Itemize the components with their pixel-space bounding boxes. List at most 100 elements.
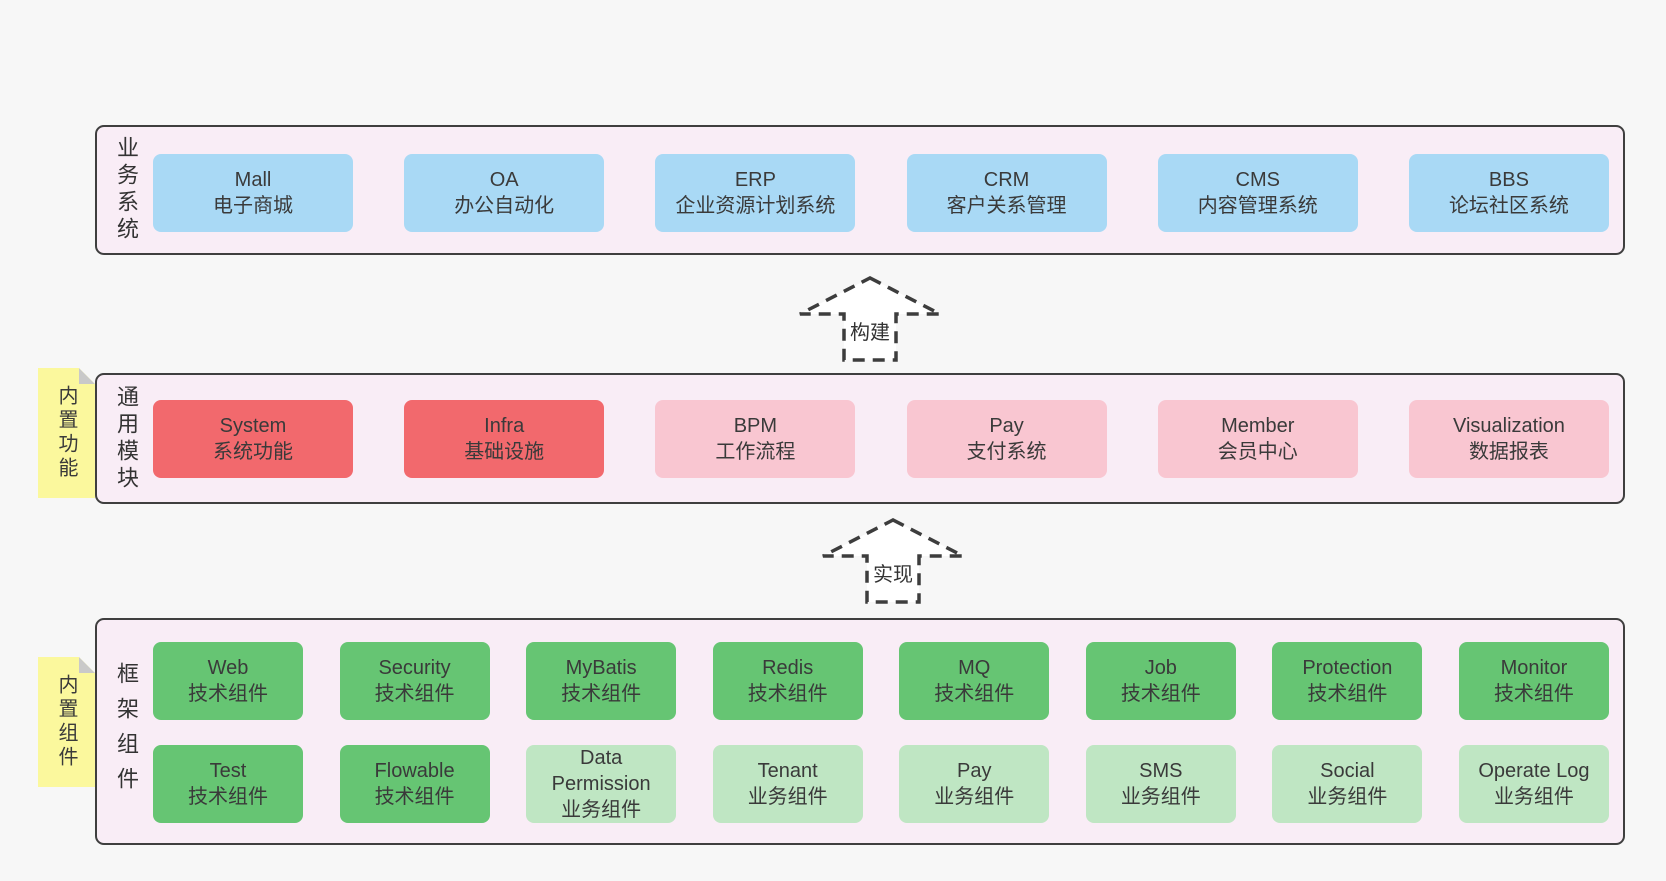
box-oa: OA 办公自动化 bbox=[404, 154, 605, 232]
box-mall: Mall 电子商城 bbox=[153, 154, 353, 232]
box-subtitle: 业务组件 bbox=[934, 786, 1015, 808]
box-web: Web 技术组件 bbox=[153, 642, 303, 720]
box-subtitle: 技术组件 bbox=[561, 683, 642, 705]
box-test: Test 技术组件 bbox=[153, 745, 303, 823]
box-subtitle: 基础设施 bbox=[464, 441, 545, 463]
box-title: Monitor bbox=[1500, 657, 1568, 679]
framework-components-row-2: Test 技术组件 Flowable 技术组件 Data Permission … bbox=[153, 745, 1609, 823]
box-subtitle: 技术组件 bbox=[1493, 683, 1574, 705]
box-title: OA bbox=[489, 169, 519, 191]
box-pay-component: Pay 业务组件 bbox=[899, 745, 1050, 823]
box-job: Job 技术组件 bbox=[1085, 642, 1236, 720]
box-redis: Redis 技术组件 bbox=[712, 642, 863, 720]
common-modules-container: 通用模块 System 系统功能 Infra 基础设施 BPM 工作流程 Pay… bbox=[95, 373, 1625, 504]
folded-corner-icon bbox=[79, 657, 95, 673]
box-social: Social 业务组件 bbox=[1272, 745, 1423, 823]
box-data-permission: Data Permission 业务组件 bbox=[526, 745, 677, 823]
box-title: SMS bbox=[1139, 760, 1183, 782]
box-crm: CRM 客户关系管理 bbox=[906, 154, 1107, 232]
box-subtitle: 系统功能 bbox=[213, 441, 293, 463]
box-mybatis: MyBatis 技术组件 bbox=[526, 642, 677, 720]
box-title: Data Permission bbox=[551, 747, 651, 795]
box-subtitle: 会员中心 bbox=[1217, 441, 1298, 463]
box-subtitle: 业务组件 bbox=[747, 786, 828, 808]
box-subtitle: 电子商城 bbox=[213, 195, 293, 217]
box-title: Redis bbox=[762, 657, 814, 679]
box-operate-log: Operate Log 业务组件 bbox=[1458, 745, 1609, 823]
common-modules-row: System 系统功能 Infra 基础设施 BPM 工作流程 Pay 支付系统… bbox=[153, 400, 1609, 478]
box-title: Mall bbox=[234, 169, 272, 191]
box-pay-system: Pay 支付系统 bbox=[906, 400, 1107, 478]
box-subtitle: 业务组件 bbox=[1493, 786, 1574, 808]
box-title: ERP bbox=[734, 169, 776, 191]
framework-components-label: 框架组件 bbox=[114, 661, 139, 802]
box-tenant: Tenant 业务组件 bbox=[712, 745, 863, 823]
box-subtitle: 论坛社区系统 bbox=[1448, 195, 1569, 217]
box-security: Security 技术组件 bbox=[339, 642, 490, 720]
box-subtitle: 业务组件 bbox=[1307, 786, 1388, 808]
box-visualization: Visualization 数据报表 bbox=[1408, 400, 1609, 478]
box-subtitle: 技术组件 bbox=[188, 786, 268, 808]
business-systems-container: 业务系统 Mall 电子商城 OA 办公自动化 ERP 企业资源计划系统 CRM… bbox=[95, 125, 1625, 255]
box-title: Test bbox=[209, 760, 247, 782]
box-bbs: BBS 论坛社区系统 bbox=[1408, 154, 1609, 232]
box-subtitle: 技术组件 bbox=[374, 786, 455, 808]
box-title: Social bbox=[1320, 760, 1375, 782]
arrow-implement-label: 实现 bbox=[869, 558, 917, 587]
framework-components-container: 框架组件 Web 技术组件 Security 技术组件 MyBatis 技术组件… bbox=[95, 618, 1625, 845]
box-title: System bbox=[219, 415, 287, 437]
box-title: Pay bbox=[989, 415, 1024, 437]
box-subtitle: 业务组件 bbox=[561, 799, 642, 821]
box-title: Job bbox=[1144, 657, 1177, 679]
box-title: Tenant bbox=[757, 760, 818, 782]
box-bpm: BPM 工作流程 bbox=[655, 400, 856, 478]
box-subtitle: 技术组件 bbox=[1120, 683, 1201, 705]
box-erp: ERP 企业资源计划系统 bbox=[655, 154, 856, 232]
sticky-note-built-in-features: 内置功能 bbox=[38, 368, 95, 498]
box-subtitle: 企业资源计划系统 bbox=[675, 195, 836, 217]
box-title: Operate Log bbox=[1478, 760, 1590, 782]
box-subtitle: 技术组件 bbox=[374, 683, 455, 705]
box-sms: SMS 业务组件 bbox=[1085, 745, 1236, 823]
sticky-label: 内置功能 bbox=[55, 385, 77, 481]
box-monitor: Monitor 技术组件 bbox=[1458, 642, 1609, 720]
box-infra: Infra 基础设施 bbox=[404, 400, 605, 478]
box-subtitle: 工作流程 bbox=[715, 441, 796, 463]
box-mq: MQ 技术组件 bbox=[899, 642, 1050, 720]
box-title: BPM bbox=[733, 415, 778, 437]
box-title: Flowable bbox=[374, 760, 455, 782]
framework-components-row-1: Web 技术组件 Security 技术组件 MyBatis 技术组件 Redi… bbox=[153, 642, 1609, 720]
box-title: BBS bbox=[1488, 169, 1529, 191]
arrow-implement: 实现 bbox=[820, 517, 966, 605]
sticky-note-built-in-components: 内置组件 bbox=[38, 657, 95, 787]
box-title: CRM bbox=[983, 169, 1030, 191]
box-system: System 系统功能 bbox=[153, 400, 353, 478]
common-modules-label: 通用模块 bbox=[114, 384, 139, 493]
box-title: MQ bbox=[958, 657, 991, 679]
box-member: Member 会员中心 bbox=[1157, 400, 1358, 478]
box-subtitle: 技术组件 bbox=[188, 683, 268, 705]
box-subtitle: 技术组件 bbox=[934, 683, 1015, 705]
box-subtitle: 数据报表 bbox=[1468, 441, 1549, 463]
box-subtitle: 内容管理系统 bbox=[1197, 195, 1318, 217]
sticky-label: 内置组件 bbox=[55, 674, 77, 770]
box-title: MyBatis bbox=[565, 657, 637, 679]
box-subtitle: 技术组件 bbox=[1307, 683, 1388, 705]
box-title: Pay bbox=[957, 760, 992, 782]
box-cms: CMS 内容管理系统 bbox=[1157, 154, 1358, 232]
box-protection: Protection 技术组件 bbox=[1272, 642, 1423, 720]
folded-corner-icon bbox=[79, 368, 95, 384]
box-subtitle: 办公自动化 bbox=[454, 195, 555, 217]
box-flowable: Flowable 技术组件 bbox=[339, 745, 490, 823]
business-systems-label: 业务系统 bbox=[114, 136, 139, 244]
box-subtitle: 技术组件 bbox=[747, 683, 828, 705]
arrow-build-label: 构建 bbox=[846, 316, 894, 345]
box-title: Security bbox=[378, 657, 451, 679]
box-title: CMS bbox=[1235, 169, 1280, 191]
box-subtitle: 业务组件 bbox=[1120, 786, 1201, 808]
box-subtitle: 客户关系管理 bbox=[946, 195, 1067, 217]
arrow-build: 构建 bbox=[797, 275, 943, 363]
box-title: Infra bbox=[484, 415, 525, 437]
box-title: Web bbox=[207, 657, 249, 679]
box-subtitle: 支付系统 bbox=[966, 441, 1047, 463]
